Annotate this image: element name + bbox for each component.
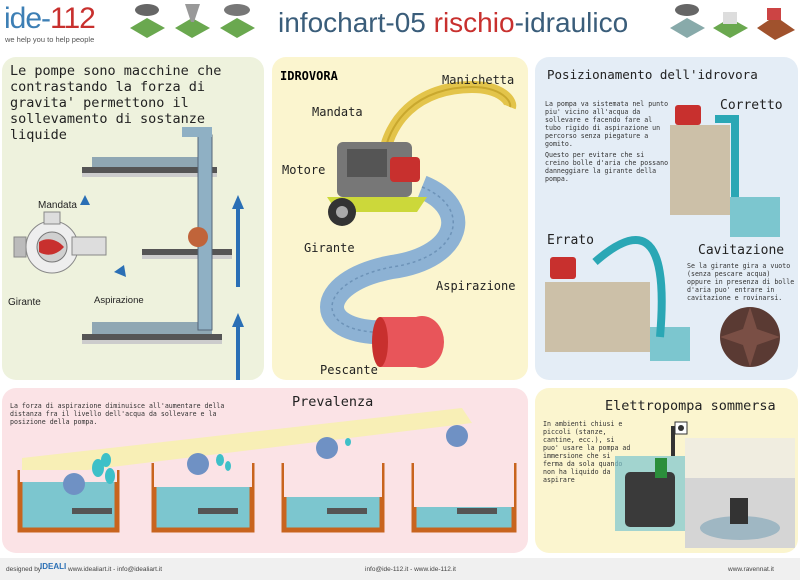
idrovora-engine bbox=[327, 142, 427, 212]
pipe-elbow bbox=[182, 127, 212, 137]
footer-bar: designed by IDEALI www.idealiart.it - in… bbox=[0, 558, 800, 580]
flood-tile-icon bbox=[670, 4, 705, 38]
power-cable bbox=[671, 426, 675, 456]
pump-motor bbox=[188, 227, 208, 247]
elettropompa-title: Elettropompa sommersa bbox=[605, 398, 776, 414]
pompe-label-girante: Girante bbox=[8, 297, 41, 308]
flow-arrows bbox=[232, 195, 244, 380]
logo-number: 112 bbox=[50, 2, 96, 35]
submersible-pump bbox=[625, 472, 675, 527]
footer-center-links[interactable]: info@ide-112.it - www.ide-112.it bbox=[365, 566, 456, 573]
posizionamento-text2: Questo per evitare che si creino bolle d… bbox=[545, 151, 669, 183]
pump-icon-4 bbox=[446, 425, 468, 447]
water-splash-1 bbox=[92, 453, 115, 484]
header-illustrations-right bbox=[670, 4, 795, 40]
cellar-pump-icon bbox=[730, 498, 748, 524]
pump-icon-3 bbox=[316, 437, 338, 459]
bottom-tank bbox=[82, 322, 222, 344]
prevalenza-diagram bbox=[17, 408, 517, 533]
idrovora-label-pescante: Pescante bbox=[320, 363, 378, 377]
pompe-heading: Le pompe sono macchine che contrastando … bbox=[10, 63, 222, 143]
brand-logo: ide-112 bbox=[4, 2, 96, 36]
elettropompa-diagram bbox=[615, 421, 795, 548]
idrovora-label-aspirazione: Aspirazione bbox=[436, 279, 516, 293]
top-tank bbox=[82, 157, 217, 177]
idrovora-label-mandata: Mandata bbox=[312, 105, 363, 119]
mandata-arrow bbox=[80, 195, 90, 205]
landslide-tile-icon bbox=[757, 8, 795, 40]
pump-diagram bbox=[13, 127, 244, 380]
posizionamento-title: Posizionamento dell'idrovora bbox=[547, 67, 758, 82]
title-highlight: rischio bbox=[433, 7, 515, 38]
title-suffix: -idraulico bbox=[514, 7, 629, 38]
footer-brand-logo: IDEALI bbox=[40, 562, 67, 571]
pump-icon-2 bbox=[187, 453, 209, 475]
page-title: infochart-05 rischio-idraulico bbox=[278, 7, 628, 39]
idrovora-title: IDROVORA bbox=[280, 69, 338, 83]
logo-main: ide- bbox=[4, 2, 51, 35]
wind-tile-icon bbox=[220, 4, 255, 38]
panel-prevalenza: La forza di aspirazione diminuisce all'a… bbox=[2, 388, 528, 553]
brand-tagline: we help you to help people bbox=[5, 35, 95, 44]
footer-left-links[interactable]: www.idealiart.it - info@idealiart.it bbox=[68, 566, 163, 573]
label-errato: Errato bbox=[547, 233, 594, 248]
idrovora-diagram bbox=[320, 80, 517, 368]
tornado-tile-icon bbox=[175, 4, 210, 38]
aspirazione-arrow bbox=[114, 265, 126, 277]
pescante-filter bbox=[372, 316, 444, 368]
house-tile-icon bbox=[713, 12, 748, 38]
pompe-label-aspirazione: Aspirazione bbox=[94, 295, 144, 306]
cavitazione-text: Se la girante gira a vuoto (senza pescar… bbox=[687, 262, 795, 302]
elettropompa-text: In ambienti chiusi e piccoli (stanze, ca… bbox=[543, 420, 631, 484]
idrovora-label-manichetta: Manichetta bbox=[442, 73, 515, 87]
pump-icon-1 bbox=[63, 473, 85, 495]
panel-elettropompa: Elettropompa sommersa In ambienti chiusi… bbox=[535, 388, 798, 553]
title-prefix: infochart-05 bbox=[278, 7, 434, 38]
pump-cutaway bbox=[13, 211, 107, 274]
footer-right-link[interactable]: www.ravennat.it bbox=[728, 566, 774, 573]
footer-designed-by: designed by bbox=[6, 566, 42, 573]
filter-grates bbox=[72, 508, 497, 514]
label-cavitazione: Cavitazione bbox=[698, 243, 785, 258]
prevalenza-light-beam bbox=[22, 408, 472, 478]
label-corretto: Corretto bbox=[720, 98, 783, 113]
idrovora-label-motore: Motore bbox=[282, 163, 326, 177]
storm-tile-icon bbox=[130, 4, 165, 38]
header-illustrations-left bbox=[130, 4, 255, 38]
posizionamento-diagram bbox=[545, 105, 780, 367]
panel-idrovora: IDROVORA Manichetta Mandata Motore Giran… bbox=[272, 57, 528, 380]
mid-level bbox=[142, 249, 232, 259]
prevalenza-text: La forza di aspirazione diminuisce all'a… bbox=[10, 402, 225, 426]
panel-posizionamento: Posizionamento dell'idrovora La pompa va… bbox=[535, 57, 798, 380]
pompe-label-mandata: Mandata bbox=[38, 200, 77, 211]
errato-setup bbox=[545, 236, 690, 361]
posizionamento-text1: La pompa va sistemata nel punto piu' vic… bbox=[545, 100, 669, 148]
tank-1 bbox=[17, 470, 120, 533]
idrovora-label-girante: Girante bbox=[304, 241, 355, 255]
prevalenza-title: Prevalenza bbox=[292, 394, 374, 410]
girante-damaged-icon bbox=[720, 307, 780, 367]
panel-pompe: Le pompe sono macchine che contrastando … bbox=[2, 57, 264, 380]
water-splash-3 bbox=[345, 438, 351, 446]
water-splash-2 bbox=[216, 454, 231, 471]
corretto-setup bbox=[670, 105, 780, 237]
